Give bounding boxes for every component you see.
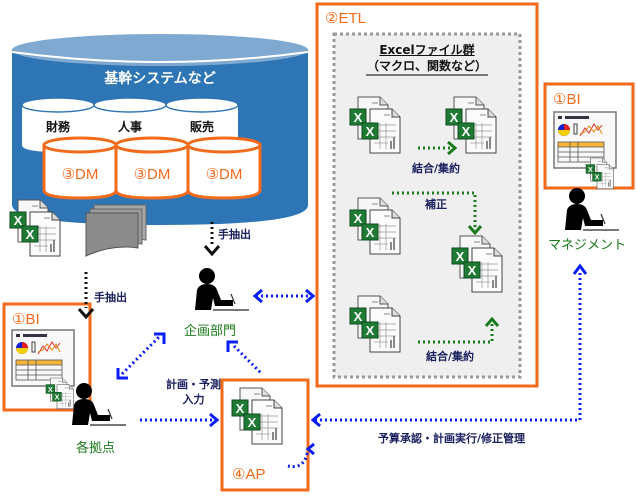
manual-extract-label-planning: 手抽出 [218, 228, 251, 241]
planning-label: 企画部門 [184, 324, 237, 339]
bi-dashboard-icon [11, 329, 75, 387]
datamart-1-label: ③DM [61, 166, 99, 183]
ap-management-arrow [315, 270, 582, 422]
etl-merge-label-top: 結合/集約 [412, 162, 461, 175]
etl-title: ②ETL [325, 10, 366, 27]
arrowhead [467, 225, 483, 236]
datamart-2-label: ③DM [133, 166, 171, 183]
db-hr-label: 人事 [117, 120, 142, 134]
etl-correction-label: 補正 [425, 198, 447, 211]
ap-title: ④AP [232, 466, 266, 483]
ap-self-loop-arrow [287, 447, 310, 469]
arrowhead [203, 245, 221, 257]
bi-dashboard-icon [553, 111, 617, 169]
etl-merge-label-bottom: 結合/集約 [426, 350, 475, 363]
core-system-title: 基幹システムなど [104, 71, 216, 87]
bi-management-title: ①BI [553, 91, 581, 108]
sites-planning-arrow [120, 334, 162, 376]
datamart-3-label: ③DM [205, 166, 243, 183]
db-finance-label: 財務 [45, 120, 70, 134]
arrowhead [447, 140, 458, 156]
plan-input-label-line1: 計画・予測 [166, 378, 221, 391]
manual-extract-label-sites: 手抽出 [94, 291, 127, 304]
arrowhead [484, 316, 500, 327]
approval-management-label: 予算承認・計画実行/修正管理 [378, 432, 526, 445]
sites-label: 各拠点 [76, 441, 116, 456]
sites-person-icon [71, 382, 127, 426]
management-person-icon [564, 187, 620, 231]
etl-group-title-line2: （マクロ、関数など） [366, 59, 487, 73]
plan-input-label-line2: 入力 [182, 393, 205, 406]
etl-group-title-line1: Excelファイル群 [379, 43, 475, 57]
plan-input-label: 計画・予測 入力 [166, 377, 221, 407]
etl-group-title: Excelファイル群 （マクロ、関数など） [334, 42, 520, 74]
ap-planning-arrow [232, 344, 264, 376]
planning-person-icon [194, 267, 250, 311]
report-stack-icon [85, 204, 147, 257]
db-sales-label: 販売 [189, 120, 214, 134]
datamart-3 [186, 136, 262, 200]
bi-sites-title: ①BI [12, 311, 40, 328]
arrowhead [77, 308, 95, 320]
management-label: マネジメント [548, 238, 627, 253]
